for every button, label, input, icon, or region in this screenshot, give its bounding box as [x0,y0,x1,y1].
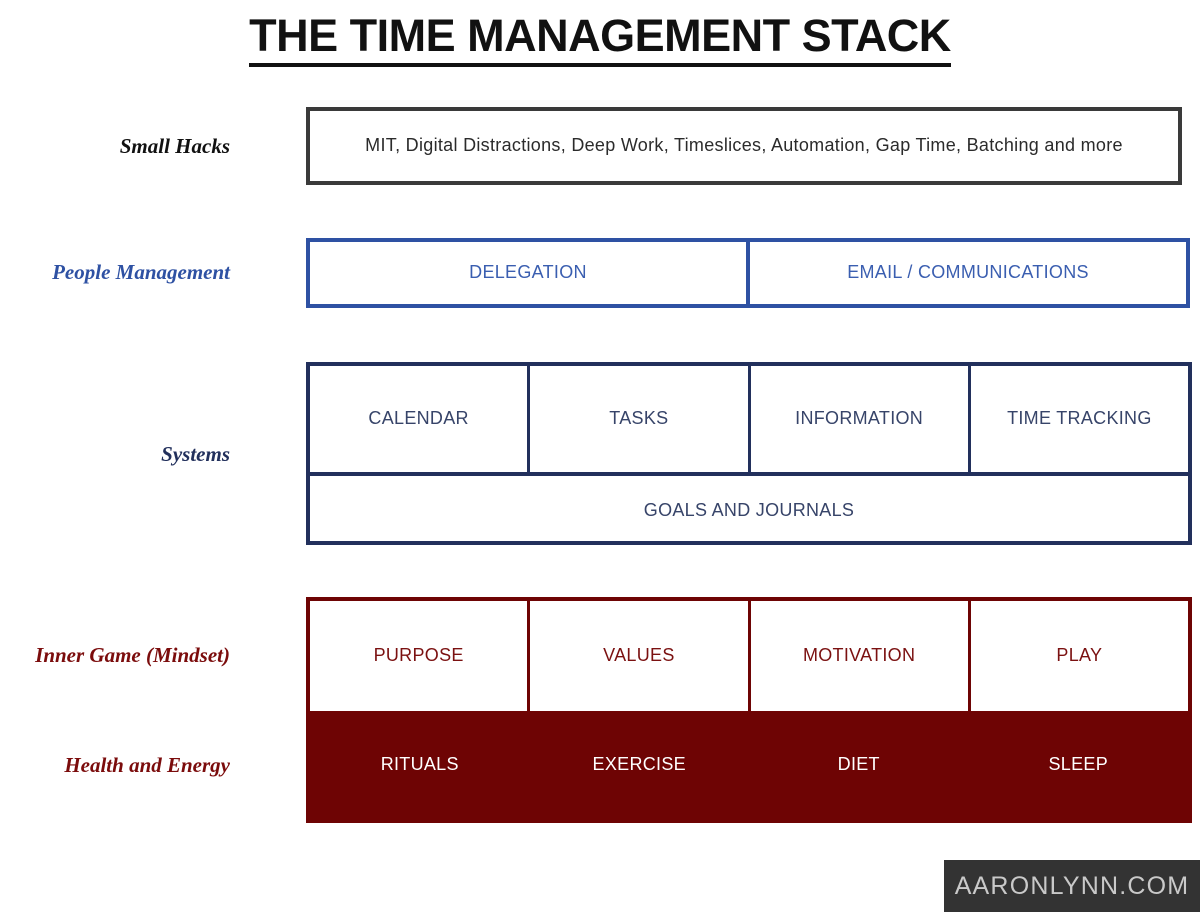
row-label-health-and-energy: Health and Energy [64,753,230,777]
cell-values[interactable]: VALUES [527,601,747,711]
cell-rituals[interactable]: RITUALS [380,754,459,775]
health-and-energy-strip: RITUALS EXERCISE DIET SLEEP [310,711,1188,819]
cell-email-communications[interactable]: EMAIL / COMMUNICATIONS [746,242,1186,304]
inner-game-health-block: PURPOSE VALUES MOTIVATION PLAY RITUALS E… [306,597,1192,823]
small-hacks-block: MIT, Digital Distractions, Deep Work, Ti… [306,107,1182,185]
people-management-strip: DELEGATION EMAIL / COMMUNICATIONS [310,242,1186,304]
systems-strip-bottom: GOALS AND JOURNALS [310,472,1188,545]
title-container: THE TIME MANAGEMENT STACK [0,12,1200,68]
cell-sleep[interactable]: SLEEP [1048,754,1109,775]
cell-time-tracking[interactable]: TIME TRACKING [967,366,1188,472]
row-label-small-hacks: Small Hacks [119,134,230,158]
cell-information[interactable]: INFORMATION [747,366,968,472]
small-hacks-cell[interactable]: MIT, Digital Distractions, Deep Work, Ti… [365,135,1123,156]
cell-exercise[interactable]: EXERCISE [592,754,686,775]
watermark-badge: AARONLYNN.COM [944,860,1200,912]
cell-calendar[interactable]: CALENDAR [368,408,469,429]
cell-goals-and-journals[interactable]: GOALS AND JOURNALS [643,499,855,520]
cell-tasks[interactable]: TASKS [527,366,747,472]
row-label-people-management: People Management [52,260,230,284]
people-management-block: DELEGATION EMAIL / COMMUNICATIONS [306,238,1190,308]
cell-purpose[interactable]: PURPOSE [373,645,464,666]
small-hacks-strip: MIT, Digital Distractions, Deep Work, Ti… [310,111,1178,181]
cell-play[interactable]: PLAY [967,601,1188,711]
row-label-systems: Systems [161,442,230,466]
page-title: THE TIME MANAGEMENT STACK [249,12,951,68]
row-label-inner-game: Inner Game (Mindset) [35,643,230,667]
watermark-text: AARONLYNN.COM [954,871,1190,900]
cell-motivation[interactable]: MOTIVATION [747,601,968,711]
systems-block: CALENDAR TASKS INFORMATION TIME TRACKING… [306,362,1192,545]
cell-diet[interactable]: DIET [837,754,880,775]
inner-game-strip: PURPOSE VALUES MOTIVATION PLAY [310,601,1188,711]
systems-strip-top: CALENDAR TASKS INFORMATION TIME TRACKING [310,366,1188,472]
cell-delegation[interactable]: DELEGATION [469,262,587,283]
